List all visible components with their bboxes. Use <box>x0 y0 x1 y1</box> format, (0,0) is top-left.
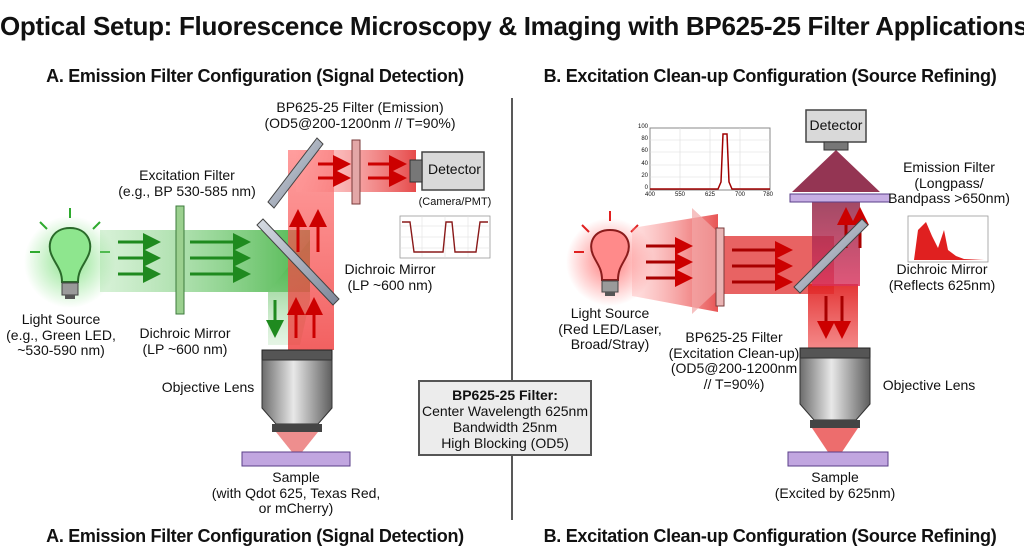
panel-a-graphic <box>24 137 491 467</box>
focus-cone-b <box>812 428 858 452</box>
spectrum-ytick: 60 <box>641 148 648 154</box>
detector-b-label: Detector <box>809 117 863 133</box>
page-title: Optical Setup: Fluorescence Microscopy &… <box>0 11 1024 41</box>
red-light-bulb-icon <box>574 211 639 296</box>
mini-emission-spectrum-b <box>907 215 989 263</box>
detector-a-icon <box>409 151 485 191</box>
objective-lens-a <box>261 349 333 432</box>
panel-b-footer: B. Excitation Clean-up Configuration (So… <box>543 526 997 546</box>
spectrum-ytick: 80 <box>641 136 648 142</box>
objective-lens-b <box>799 347 871 428</box>
light-source-b-label: Light Source (Red LED/Laser, Broad/Stray… <box>558 305 662 353</box>
panel-b-graphic <box>566 109 989 467</box>
excitation-filter-label: Excitation Filter (e.g., BP 530-585 nm) <box>118 167 256 199</box>
bp625-clean-up-filter-plate <box>715 227 725 307</box>
transmission-curve <box>650 133 770 190</box>
spectrum-xtick: 780 <box>762 192 773 198</box>
transmission-spectrum-chart <box>649 127 771 191</box>
objective-lens-b-label: Objective Lens <box>882 377 976 393</box>
filter-spec-line-2: Bandwidth 25nm <box>452 419 558 435</box>
panel-a-heading: A. Emission Filter Configuration (Signal… <box>46 66 464 86</box>
panel-b-heading: B. Excitation Clean-up Configuration (So… <box>543 66 997 86</box>
spectrum-xtick: 550 <box>674 192 685 198</box>
sample-a-label: Sample (with Qdot 625, Texas Red, or mCh… <box>211 469 381 517</box>
light-source-a-label: Light Source (e.g., Green LED, ~530-590 … <box>6 311 116 359</box>
spectrum-ytick: 20 <box>641 173 648 179</box>
beam-chevron <box>692 208 722 314</box>
dichroic-mirror-b-label: Dichroic Mirror (Reflects 625nm) <box>888 261 996 293</box>
bp625-emission-filter-label: BP625-25 Filter (Emission) (OD5@200-1200… <box>264 99 456 131</box>
dichroic-mirror-main <box>256 218 340 306</box>
green-light-bulb-icon <box>30 208 110 299</box>
spectrum-xtick: 625 <box>704 192 715 198</box>
dichroic-mirror-a-left-label: Dichroic Mirror (LP ~600 nm) <box>139 325 231 357</box>
spectrum-ytick: 40 <box>641 161 648 167</box>
filter-spec-line-3: High Blocking (OD5) <box>441 435 569 451</box>
detector-a-sublabel: (Camera/PMT) <box>418 196 492 208</box>
sample-slide-b <box>787 451 889 467</box>
filter-spec-line-1: Center Wavelength 625nm <box>421 403 589 419</box>
spectrum-xtick: 700 <box>734 192 745 198</box>
dichroic-mirror-b <box>793 218 869 294</box>
dichroic-mirror-a-right-label: Dichroic Mirror (LP ~600 nm) <box>344 261 436 293</box>
up-arrowhead-large <box>792 150 880 192</box>
bp625-clean-up-filter-label: BP625-25 Filter (Excitation Clean-up) (O… <box>668 329 800 393</box>
objective-lens-a-label: Objective Lens <box>161 379 255 395</box>
emission-filter-label: Emission Filter (Longpass/ Bandpass >650… <box>888 159 1010 207</box>
detector-a-label: Detector <box>428 161 481 177</box>
focus-cone-a <box>276 432 318 452</box>
detector-b-icon <box>805 109 867 151</box>
sample-slide-a <box>241 451 351 467</box>
fold-mirror-a <box>267 137 324 209</box>
panel-a-footer: A. Emission Filter Configuration (Signal… <box>46 526 464 546</box>
sample-b-label: Sample (Excited by 625nm) <box>774 469 896 501</box>
red-down-beam <box>808 284 858 348</box>
spectrum-xtick: 400 <box>644 192 655 198</box>
mini-transmission-plot-a <box>399 215 491 259</box>
filter-spec-title: BP625-25 Filter: <box>452 387 558 403</box>
bp625-emission-filter-plate <box>351 139 361 205</box>
spectrum-ytick: 0 <box>644 185 648 191</box>
excitation-filter-plate <box>175 205 185 315</box>
emission-filter-plate <box>789 193 891 203</box>
spectrum-ytick: 100 <box>637 124 648 130</box>
filter-spec-box: BP625-25 Filter: Center Wavelength 625nm… <box>418 380 592 456</box>
